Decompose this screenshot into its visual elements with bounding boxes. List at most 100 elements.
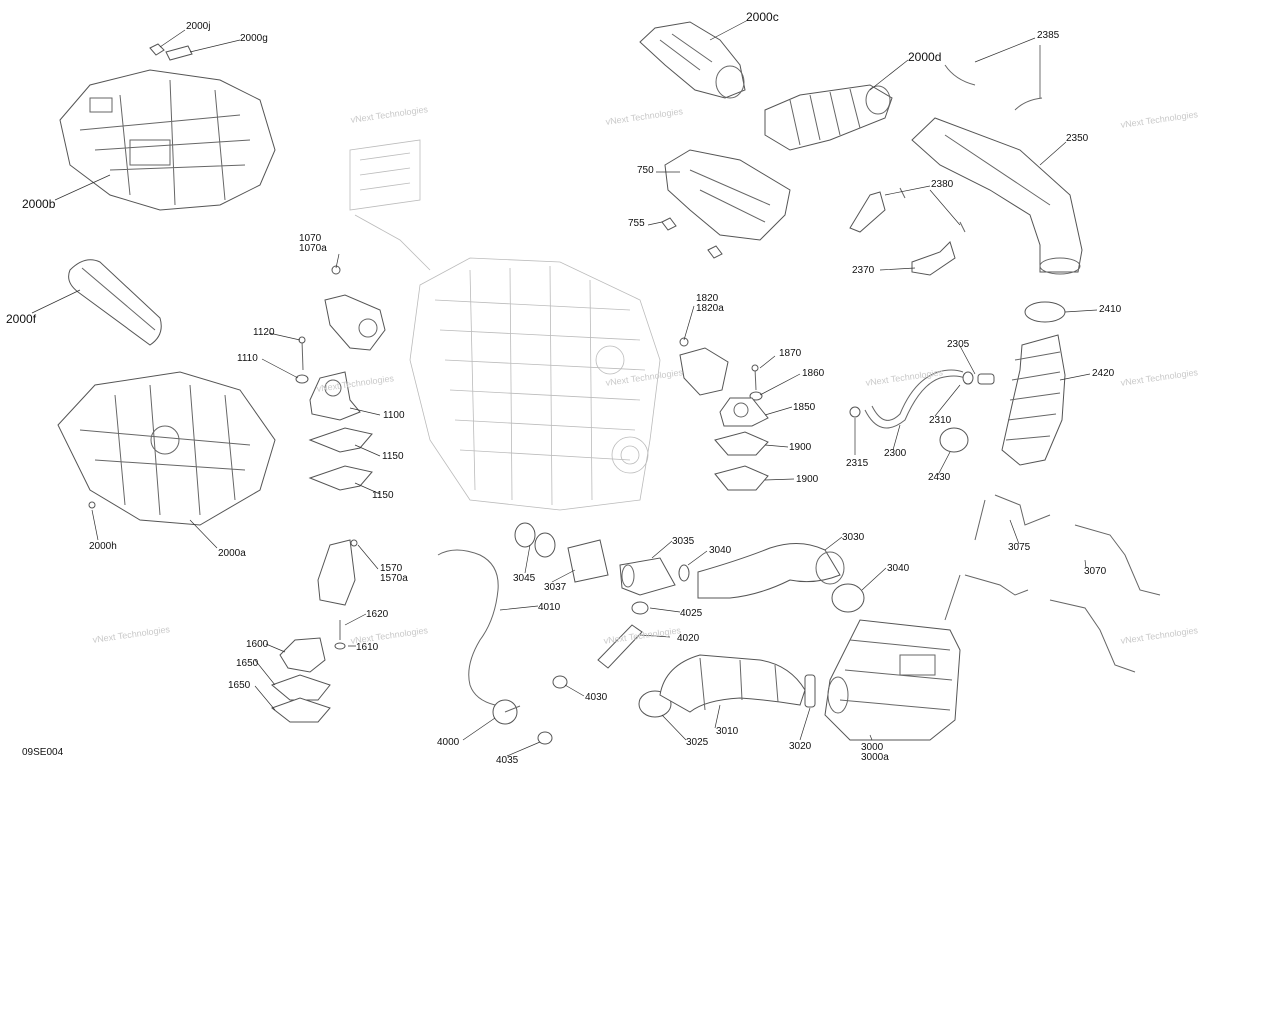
part-3070-straps <box>1049 524 1161 673</box>
label-1620: 1620 <box>366 609 389 620</box>
label-1600: 1600 <box>246 639 269 650</box>
label-1870: 1870 <box>779 348 802 359</box>
label-2000a: 2000a <box>218 548 246 559</box>
part-755-clips <box>661 217 723 259</box>
label-4025: 4025 <box>680 608 703 619</box>
label-3030: 3030 <box>842 532 865 543</box>
label-1570: 1570 <box>380 563 403 574</box>
part-1900-shims <box>714 431 769 491</box>
label-2000g: 2000g <box>240 33 268 44</box>
part-1650-shims <box>270 674 331 723</box>
part-3020-coupler <box>804 674 816 708</box>
label-1900-upper: 1900 <box>789 442 812 453</box>
label-2420: 2420 <box>1092 368 1115 379</box>
label-1650-lower: 1650 <box>228 680 251 691</box>
part-2430-clamp <box>939 427 969 453</box>
label-3020: 3020 <box>789 741 812 752</box>
part-1850-mount <box>719 397 769 427</box>
part-1860-washer <box>749 391 763 401</box>
label-1570a: 1570a <box>380 573 408 584</box>
label-2000f: 2000f <box>6 312 37 326</box>
label-1120: 1120 <box>253 327 275 338</box>
label-1150-upper: 1150 <box>382 451 404 462</box>
part-4020-hose <box>597 624 643 669</box>
label-3040-upper: 3040 <box>709 545 732 556</box>
part-1600-mount <box>279 620 346 673</box>
label-2350: 2350 <box>1066 133 1089 144</box>
part-2370-bracket <box>911 241 956 276</box>
label-2430: 2430 <box>928 472 951 483</box>
part-1100-mount <box>309 371 361 421</box>
label-1070: 1070 <box>299 233 322 244</box>
part-2000c-intake-duct <box>639 21 746 99</box>
label-3070: 3070 <box>1084 566 1107 577</box>
part-2315-clamp <box>849 406 861 418</box>
label-1820a: 1820a <box>696 303 724 314</box>
label-1150-lower: 1150 <box>372 490 394 501</box>
leader-lines <box>31 19 1098 757</box>
part-1820-bracket <box>679 337 729 396</box>
part-2310-clamp <box>962 371 974 385</box>
part-3037-sleeve <box>567 539 609 583</box>
part-3040-clamp-upper <box>678 564 690 582</box>
part-3000-intercooler <box>824 619 961 741</box>
label-3045: 3045 <box>513 573 536 584</box>
part-2410-clamp <box>1024 301 1066 323</box>
part-1110-washer <box>295 374 309 384</box>
label-2000d: 2000d <box>908 50 942 64</box>
label-2385: 2385 <box>1037 30 1060 41</box>
engine-block-ghost <box>349 139 661 511</box>
part-2000d-bellows <box>764 84 893 151</box>
part-4000-valve <box>492 699 521 725</box>
part-1150-shims <box>308 427 373 491</box>
part-3025-clamp <box>638 690 672 718</box>
label-1900-lower: 1900 <box>796 474 819 485</box>
label-750: 750 <box>637 165 654 176</box>
label-755: 755 <box>628 218 645 229</box>
label-2000h: 2000h <box>89 541 117 552</box>
label-2410: 2410 <box>1099 304 1122 315</box>
part-3030-pipe <box>697 543 845 599</box>
part-2305-fitting <box>977 373 995 385</box>
part-4035-clamp <box>537 731 553 745</box>
part-3010-pipe <box>659 654 806 713</box>
label-2310: 2310 <box>929 415 952 426</box>
part-2380-bracket-screws <box>849 187 966 233</box>
label-4035: 4035 <box>496 755 519 766</box>
label-3000a: 3000a <box>861 752 889 763</box>
part-3075-straps <box>944 494 1051 621</box>
part-2300-hose <box>864 369 966 429</box>
label-3010: 3010 <box>716 726 739 737</box>
label-1860: 1860 <box>802 368 825 379</box>
label-3037: 3037 <box>544 582 567 593</box>
label-2370: 2370 <box>852 265 875 276</box>
label-1820: 1820 <box>696 293 719 304</box>
label-3035: 3035 <box>672 536 695 547</box>
label-4010: 4010 <box>538 602 561 613</box>
part-4010-tube <box>437 549 499 706</box>
label-1100: 1100 <box>383 410 405 421</box>
part-3035-fitting <box>619 557 676 596</box>
label-2000j: 2000j <box>186 21 211 32</box>
part-1870-bolt <box>751 364 759 391</box>
label-1070a: 1070a <box>299 243 327 254</box>
label-1650-upper: 1650 <box>236 658 259 669</box>
part-2385-clamps <box>944 64 1043 111</box>
part-2000g-label <box>165 45 193 61</box>
label-1610: 1610 <box>356 642 379 653</box>
part-4025-clamp <box>631 601 649 615</box>
label-2300: 2300 <box>884 448 907 459</box>
part-2350-duct <box>911 117 1083 275</box>
part-2000b-upper-housing <box>59 69 276 211</box>
part-750-shield <box>664 149 791 241</box>
label-2380: 2380 <box>931 179 954 190</box>
figure-code: 09SE004 <box>22 747 64 758</box>
label-3075: 3075 <box>1008 542 1031 553</box>
label-4030: 4030 <box>585 692 608 703</box>
part-1120-bolt <box>298 336 306 371</box>
label-1110: 1110 <box>237 353 258 364</box>
part-3040-clamp-lower <box>831 583 865 613</box>
label-2315: 2315 <box>846 458 869 469</box>
